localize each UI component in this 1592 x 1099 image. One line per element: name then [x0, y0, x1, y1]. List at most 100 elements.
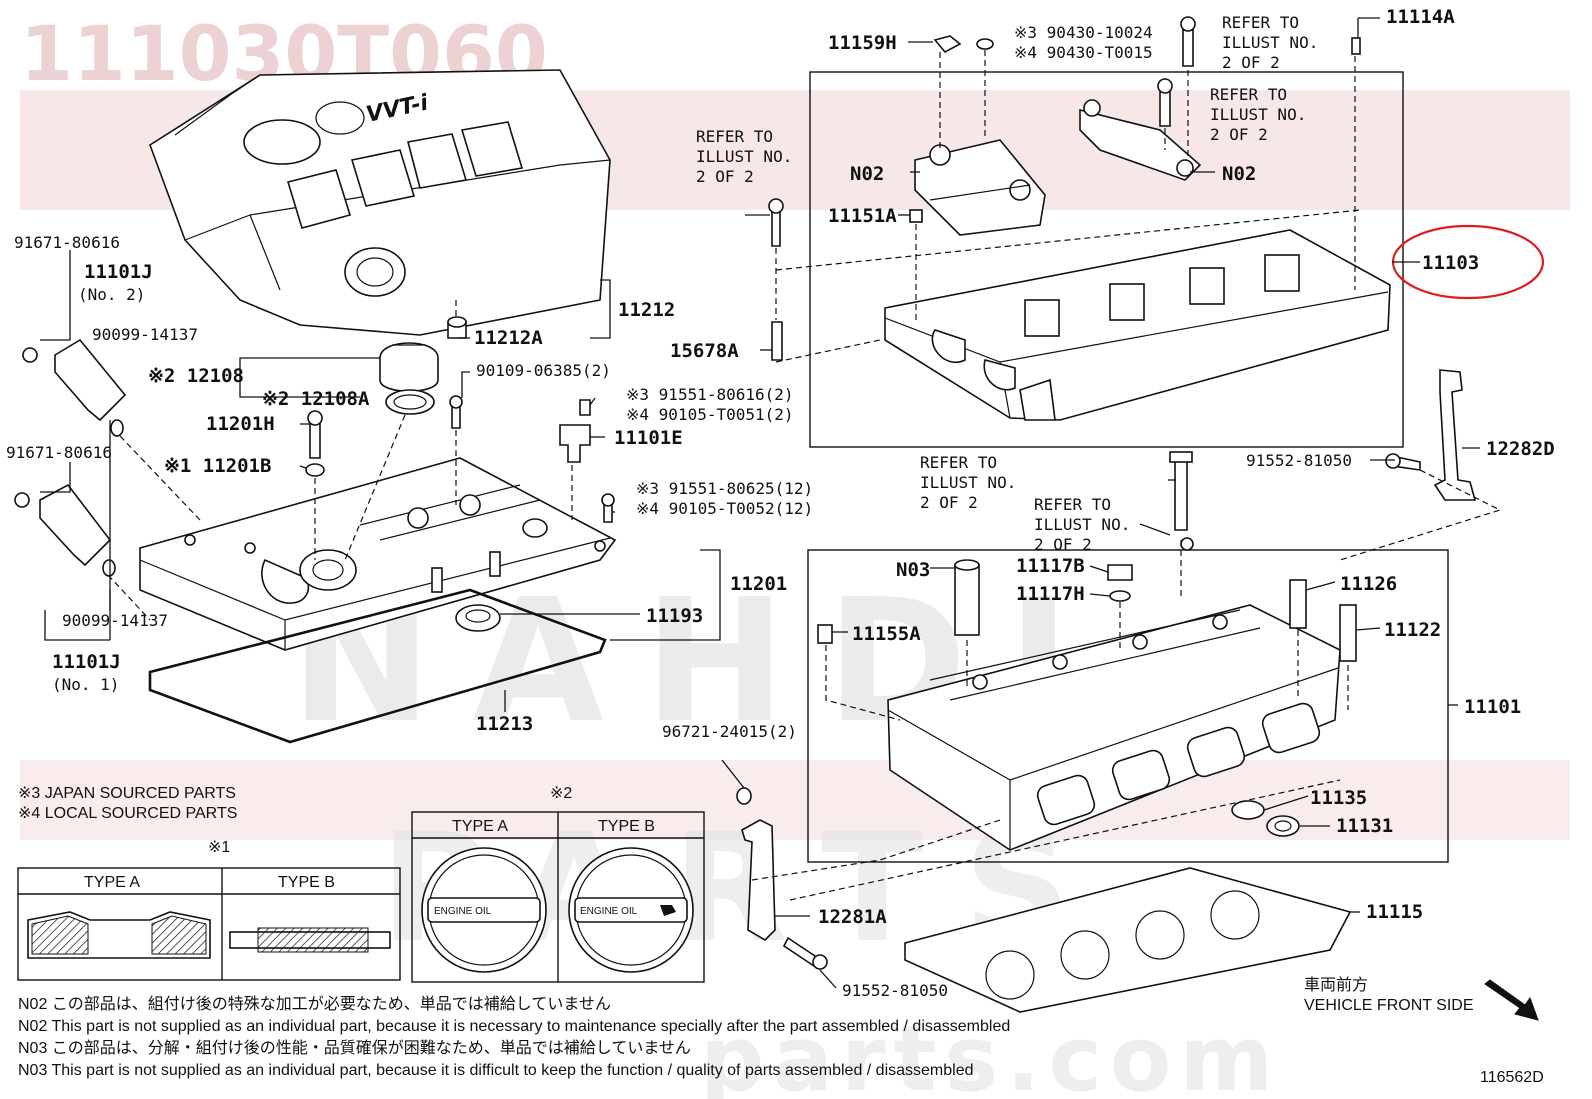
- cam-position-sensor: [559, 424, 591, 463]
- label-11101J-bottom-sub: (No. 1): [52, 675, 119, 694]
- ring-11159H: [933, 35, 962, 54]
- label-15678A: 15678A: [670, 340, 739, 362]
- ring-11131: [1266, 815, 1300, 837]
- label-11135: 11135: [1310, 787, 1367, 809]
- cap-type-a-text: ENGINE OIL: [434, 906, 492, 917]
- seal-11201B: [305, 463, 325, 477]
- refer-mid-1: REFER TO: [1210, 85, 1287, 104]
- refer-low2-1: REFER TO: [1034, 495, 1111, 514]
- type-table-1-a: TYPE A: [84, 874, 140, 891]
- bolt-left-refer: [771, 209, 781, 247]
- gasket-11117H: [1109, 590, 1131, 602]
- type-table-2-a: TYPE A: [452, 818, 508, 835]
- label-11151A: 11151A: [828, 205, 897, 227]
- o-ring-96721: [736, 787, 752, 805]
- label-11126: 11126: [1340, 573, 1397, 595]
- label-11213: 11213: [476, 713, 533, 735]
- refer-left-3: 2 OF 2: [696, 167, 754, 186]
- label-11201: 11201: [730, 573, 787, 595]
- label-12281A: 12281A: [818, 906, 887, 928]
- label-11101J-top-sub: (No. 2): [78, 285, 145, 304]
- bolt-top-1: [1182, 27, 1194, 67]
- label-91551-80616: ※3 91551-80616(2): [626, 385, 794, 404]
- refer-low-1: REFER TO: [920, 453, 997, 472]
- type-table-1-b: TYPE B: [278, 874, 335, 891]
- refer-top-3: 2 OF 2: [1222, 53, 1280, 72]
- label-91551-80625: ※3 91551-80625(12): [636, 479, 813, 498]
- refer-low2-3: 2 OF 2: [1034, 535, 1092, 554]
- legend: ※3 JAPAN SOURCED PARTS ※4 LOCAL SOURCED …: [18, 785, 237, 822]
- note-3: N03 この部品は、分解・組付け後の性能・品質確保が困難なため、単品では補給して…: [18, 1039, 691, 1057]
- label-11201H: 11201H: [206, 413, 275, 435]
- label-11193: 11193: [646, 605, 703, 627]
- head-bolt: [1174, 459, 1188, 531]
- front-en: VEHICLE FRONT SIDE: [1304, 997, 1474, 1014]
- label-11212A: 11212A: [474, 327, 543, 349]
- dowel-11151A: [909, 209, 923, 223]
- front-jp: 車両前方: [1304, 976, 1368, 994]
- note-4: N03 This part is not supplied as an indi…: [18, 1062, 974, 1079]
- cylinder-head-box: [807, 549, 1449, 863]
- type-table-2-mark: ※2: [550, 785, 572, 802]
- label-12108: ※2 12108: [148, 365, 244, 387]
- type-table-2-b: TYPE B: [598, 818, 655, 835]
- refer-low-2: ILLUST NO.: [920, 473, 1016, 492]
- bolt-top-2: [1159, 89, 1171, 127]
- label-90430-10024: ※3 90430-10024: [1014, 23, 1153, 42]
- label-90105-T0051: ※4 90105-T0051(2): [626, 405, 794, 424]
- label-11117B: 11117B: [1016, 555, 1085, 577]
- oil-filler-cap: [379, 342, 439, 415]
- label-11117H: 11117H: [1016, 583, 1085, 605]
- pin-11155A: [817, 624, 833, 644]
- label-11101: 11101: [1464, 696, 1521, 718]
- label-12108A: ※2 12108A: [262, 388, 370, 410]
- label-91671-mid: 91671-80616: [6, 443, 112, 462]
- type-table-1: ※1 TYPE A TYPE B: [17, 839, 401, 981]
- label-N02-left: N02: [850, 163, 884, 185]
- cap-type-b-text: ENGINE OIL: [580, 906, 638, 917]
- engine-cover: VVT-i: [149, 69, 611, 336]
- valve-cover-gasket: [148, 588, 607, 744]
- refer-low2-2: ILLUST NO.: [1034, 515, 1130, 534]
- leader-lines: [40, 17, 1480, 989]
- dashed-guides: [107, 50, 1502, 901]
- label-11159H: 11159H: [828, 32, 897, 54]
- watermark: NAHDI PARTS parts.com: [20, 90, 1570, 1099]
- watermark-band-bottom: [20, 760, 1570, 840]
- legend-japan: ※3 JAPAN SOURCED PARTS: [18, 785, 236, 802]
- oil-can-icon: [660, 905, 676, 916]
- pin-11114A: [1351, 37, 1361, 55]
- label-11122: 11122: [1384, 619, 1441, 641]
- front-arrow-icon: [1484, 979, 1539, 1021]
- label-91552-top: 91552-81050: [1246, 451, 1352, 470]
- valve-cover: [139, 457, 617, 651]
- plug-tube-gasket: [455, 604, 501, 632]
- refer-top-1: REFER TO: [1222, 13, 1299, 32]
- label-11101J-bottom: 11101J: [52, 651, 121, 673]
- guide-11122: [1339, 604, 1357, 662]
- refer-mid-3: 2 OF 2: [1210, 125, 1268, 144]
- gasket-90430: [976, 38, 994, 50]
- label-12282D: 12282D: [1486, 438, 1555, 460]
- camshaft-housing-box: [809, 71, 1404, 448]
- bracket-12282D: [1433, 369, 1477, 501]
- label-91671-top: 91671-80616: [14, 233, 120, 252]
- label-11103: 11103: [1422, 252, 1479, 274]
- refer-top-2: ILLUST NO.: [1222, 33, 1318, 52]
- cylinder-head: [887, 604, 1341, 851]
- callout-labels: 11159H ※3 90430-10024 ※4 90430-T0015 REF…: [6, 6, 1555, 1000]
- label-N02-right: N02: [1222, 163, 1256, 185]
- label-90105-T0052: ※4 90105-T0052(12): [636, 499, 813, 518]
- type-table-2: ※2 TYPE A TYPE B ENGINE OIL ENGINE OIL: [411, 785, 705, 983]
- refer-mid-2: ILLUST NO.: [1210, 105, 1306, 124]
- plug-15678A: [771, 321, 783, 361]
- label-91552-bottom: 91552-81050: [842, 981, 948, 1000]
- label-N03: N03: [896, 559, 930, 581]
- bearing-cap-N02-left: [914, 139, 1046, 236]
- oil-control-valve-no1: [14, 483, 116, 577]
- watermark-text-3: parts.com: [700, 1007, 1281, 1099]
- guide-11126: [1289, 579, 1307, 629]
- label-11131: 11131: [1336, 815, 1393, 837]
- refer-left-2: ILLUST NO.: [696, 147, 792, 166]
- label-11101E: 11101E: [614, 427, 683, 449]
